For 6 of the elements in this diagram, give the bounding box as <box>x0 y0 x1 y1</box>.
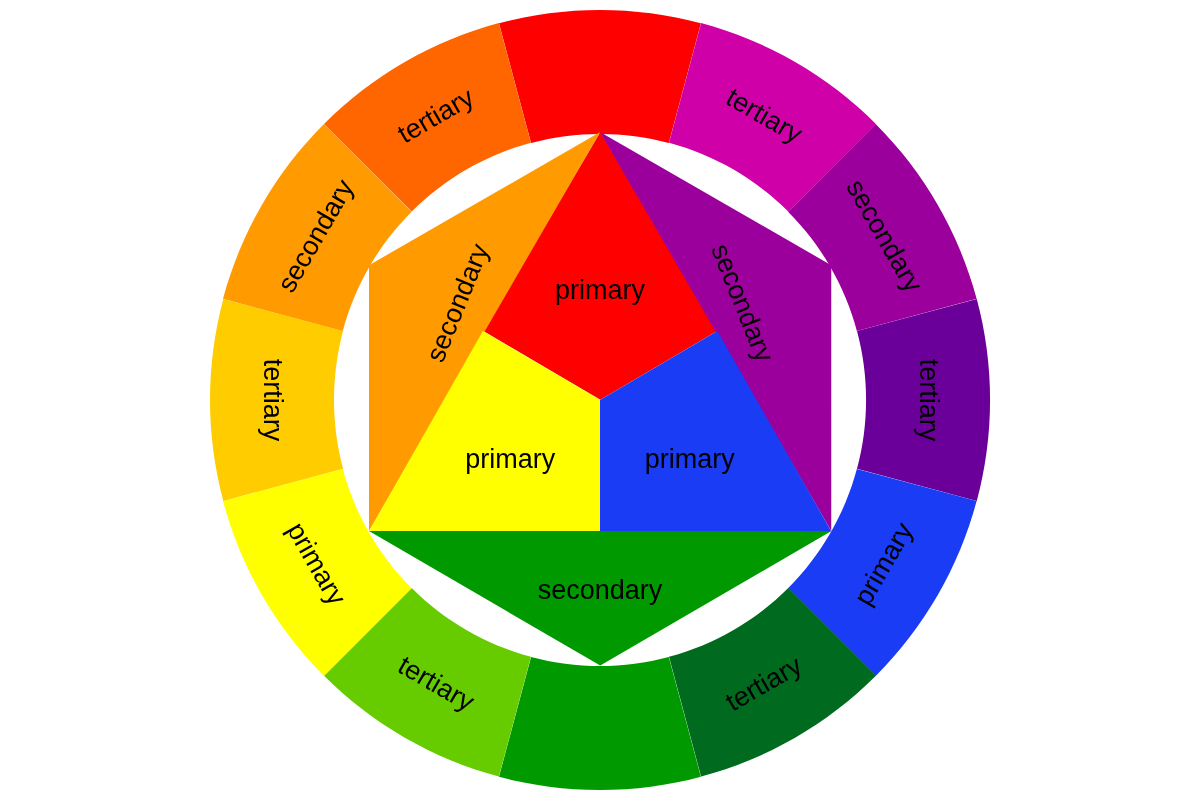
region-label: primary <box>644 445 735 473</box>
region-label: primary <box>555 276 645 304</box>
region-label: tertiary <box>914 358 942 442</box>
region-label: secondary <box>537 576 663 604</box>
region-label: tertiary <box>258 358 286 442</box>
region-label: primary <box>465 445 556 473</box>
